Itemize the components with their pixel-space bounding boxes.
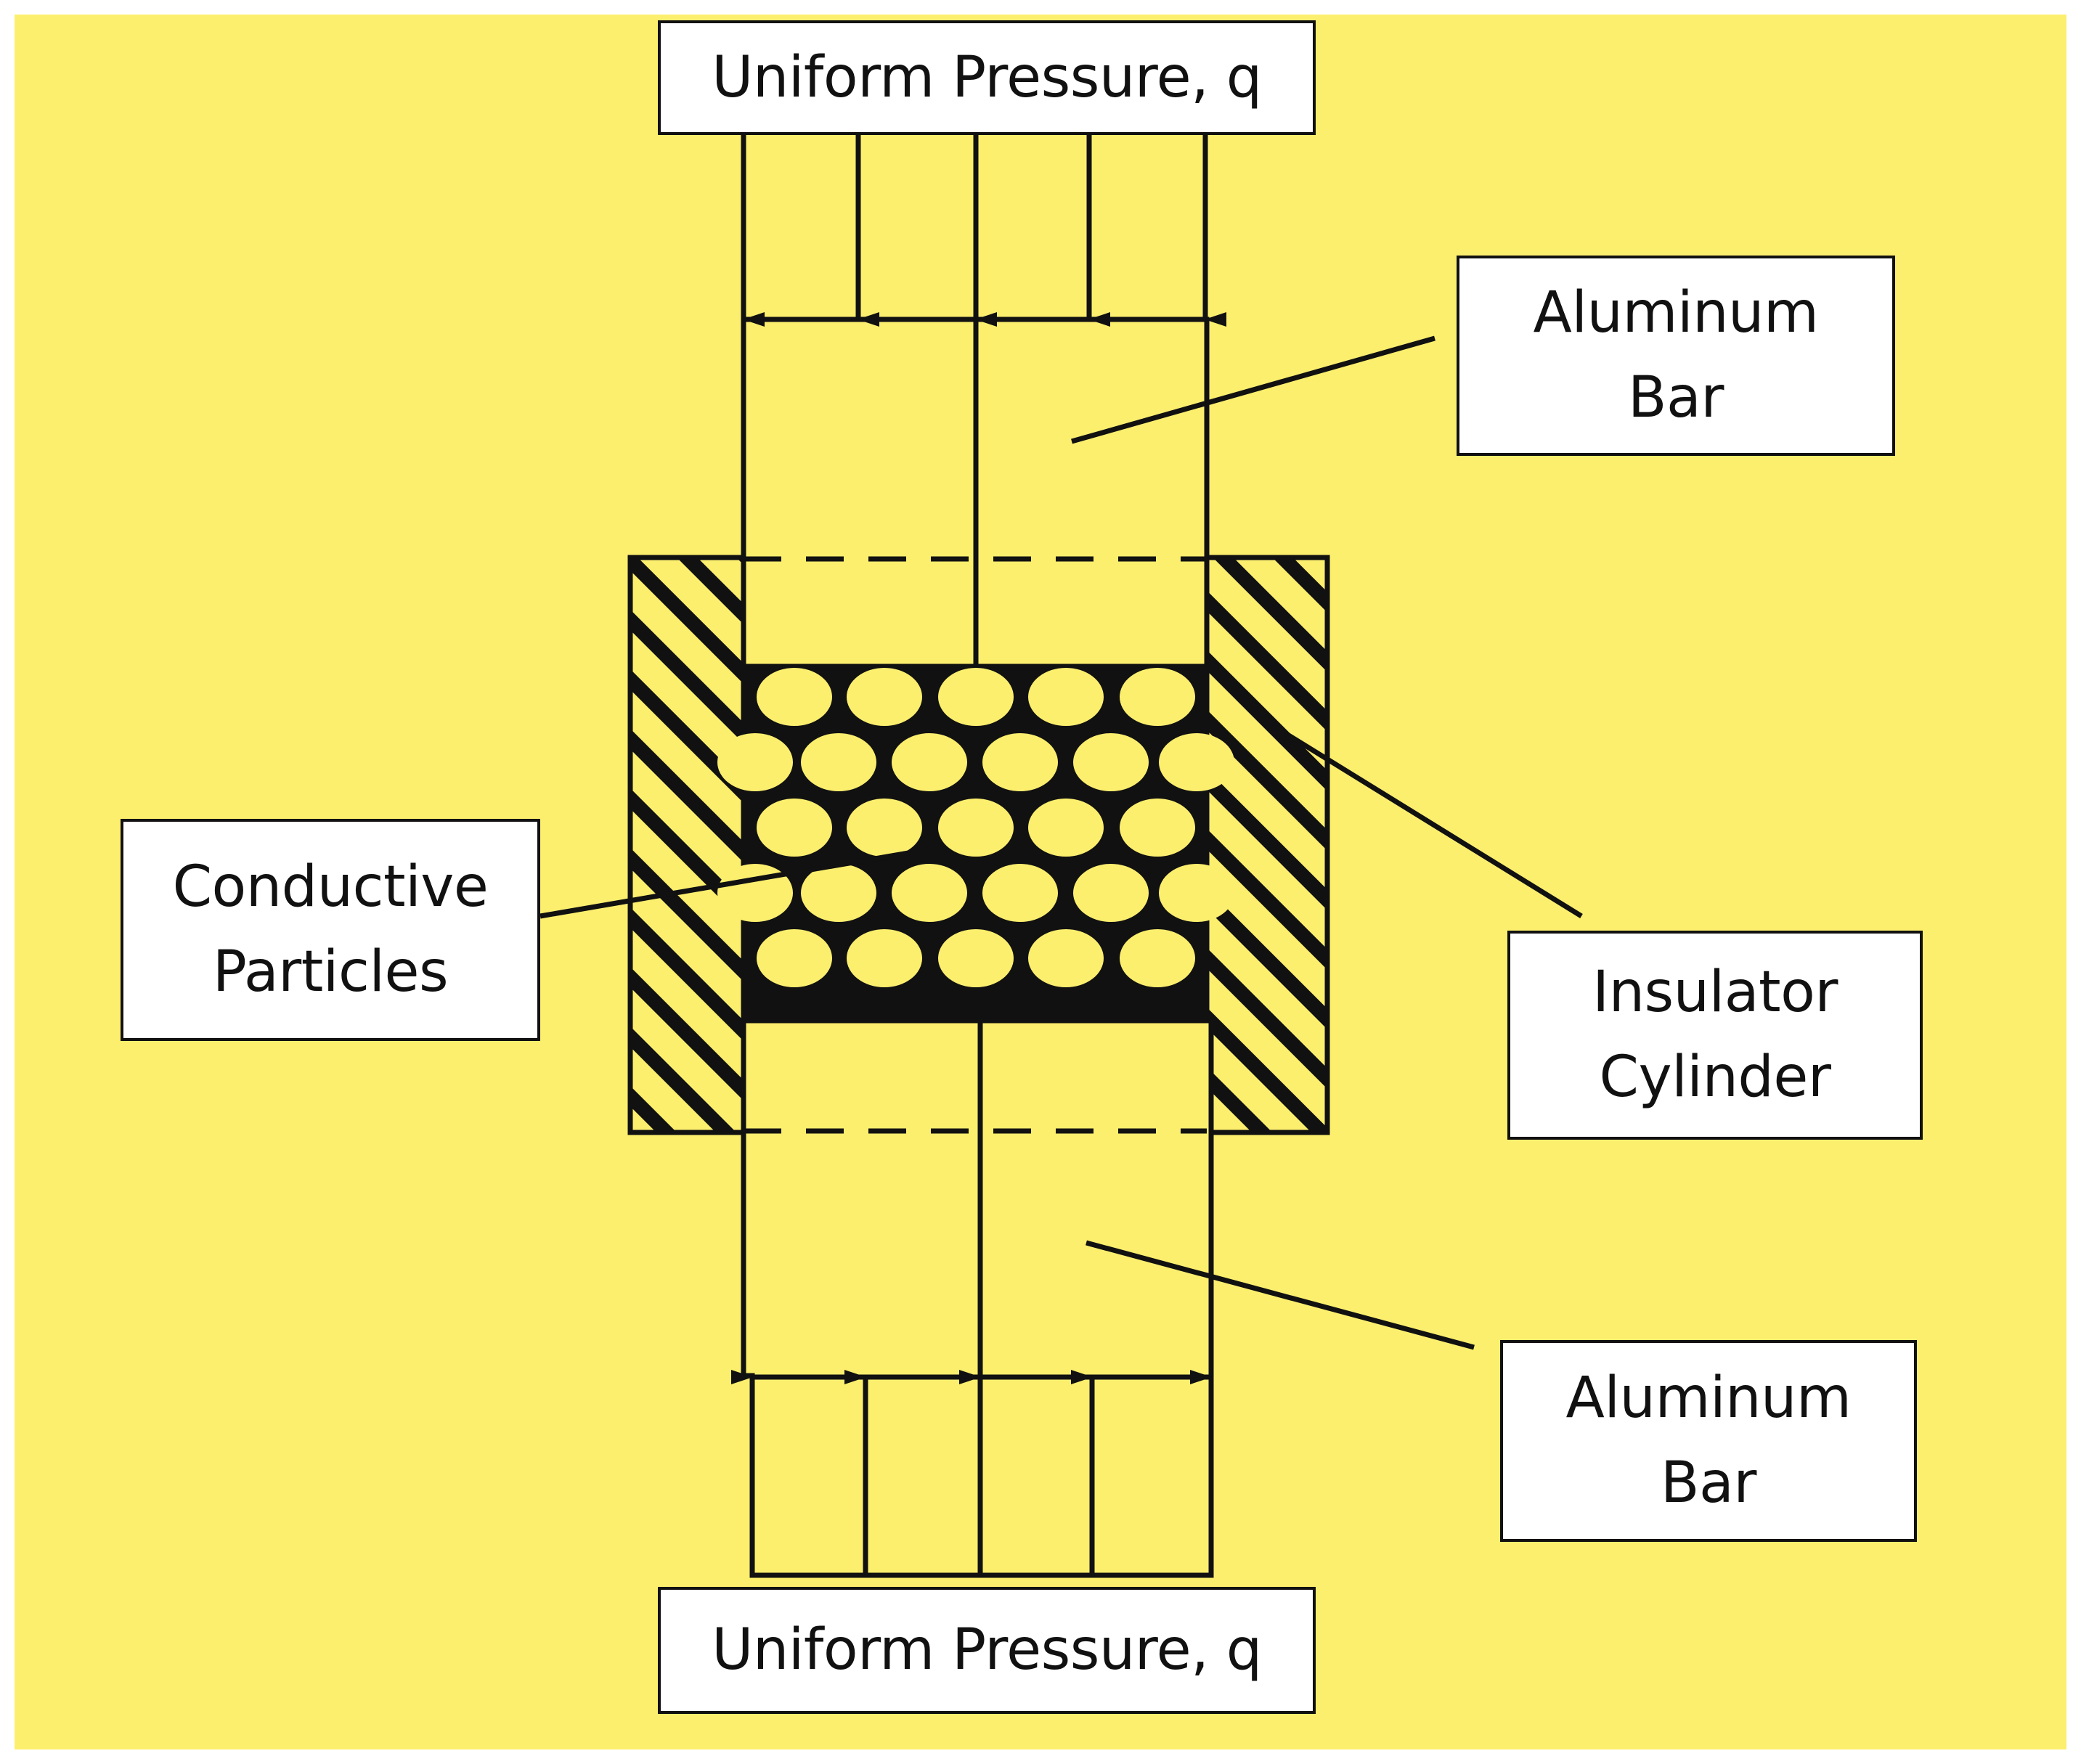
particle	[1028, 799, 1104, 857]
aluminum-bar-top-line-1: Aluminum	[1533, 280, 1819, 346]
aluminum-bar-top-line-2: Bar	[1628, 365, 1724, 430]
conductive-particles	[717, 663, 1234, 1024]
insulator-cylinder-line-2: Cylinder	[1599, 1045, 1831, 1110]
leader-line-aluminum-top	[1071, 335, 1435, 444]
particle	[847, 929, 922, 987]
leader-line-aluminum-bottom	[1086, 1240, 1475, 1350]
particle	[1028, 929, 1104, 987]
particle	[1120, 668, 1195, 726]
particle	[847, 668, 922, 726]
insulator-cylinder	[627, 555, 1330, 1135]
particle	[801, 864, 876, 922]
particle	[1073, 864, 1149, 922]
particle	[1073, 733, 1149, 791]
conductive-particles-label: Conductive Particles	[121, 819, 540, 1041]
particle	[1028, 668, 1104, 726]
particle	[801, 733, 876, 791]
particle	[757, 668, 832, 726]
insulator-right-wall	[1204, 555, 1330, 1135]
leader-line-particles	[539, 846, 930, 919]
aluminum-bar-top-label: Aluminum Bar	[1457, 256, 1895, 456]
aluminum-bar-top	[741, 317, 1210, 693]
aluminum-bar-bottom-line-2: Bar	[1661, 1450, 1756, 1516]
bottom-pressure-label: Uniform Pressure, q	[658, 1587, 1316, 1714]
particle	[1120, 929, 1195, 987]
particle	[847, 799, 922, 857]
particle	[938, 799, 1014, 857]
top-pressure-arrows	[741, 135, 1226, 327]
top-pressure-text: Uniform Pressure, q	[712, 44, 1262, 110]
conductive-particles-line-1: Conductive	[172, 854, 489, 920]
particle	[1159, 864, 1234, 922]
aluminum-bar-bottom	[741, 998, 1214, 1578]
particle	[717, 733, 793, 791]
leader-line-insulator	[1284, 731, 1583, 918]
particle	[982, 864, 1058, 922]
particle	[757, 799, 832, 857]
particle	[892, 733, 967, 791]
particle	[1159, 733, 1234, 791]
leader-lines	[539, 335, 1583, 1350]
insulator-cylinder-label: Insulator Cylinder	[1507, 931, 1923, 1140]
aluminum-bar-bottom-label: Aluminum Bar	[1500, 1340, 1917, 1542]
particle	[757, 929, 832, 987]
particle	[892, 864, 967, 922]
particle	[938, 668, 1014, 726]
insulator-cylinder-line-1: Insulator	[1592, 960, 1838, 1025]
bottom-pressure-text: Uniform Pressure, q	[712, 1617, 1262, 1683]
bottom-pressure-arrows	[731, 1370, 1214, 1575]
particle	[938, 929, 1014, 987]
conductive-particles-line-2: Particles	[212, 939, 449, 1005]
aluminum-bar-bottom-line-1: Aluminum	[1565, 1365, 1852, 1431]
insulator-left-wall	[627, 555, 746, 1135]
bottom-bar-outline	[741, 1017, 1214, 1578]
particles-layer	[717, 668, 1234, 987]
particle	[1120, 799, 1195, 857]
particle	[982, 733, 1058, 791]
top-pressure-label: Uniform Pressure, q	[658, 20, 1316, 135]
